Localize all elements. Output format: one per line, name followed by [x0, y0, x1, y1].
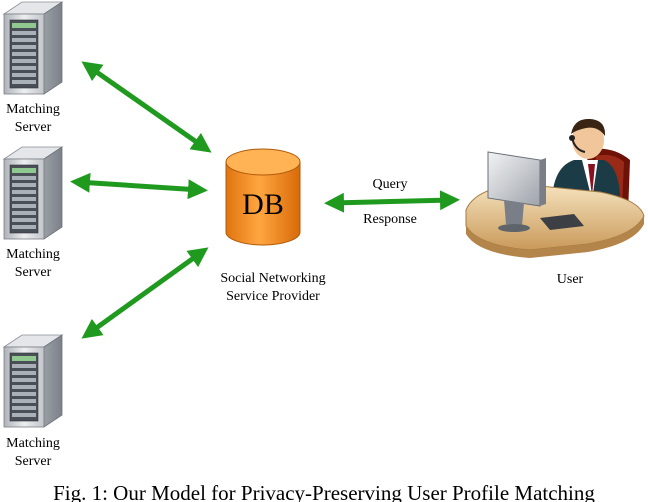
database-icon — [225, 148, 301, 246]
provider-label-line2: Service Provider — [226, 289, 320, 304]
user-label: User — [556, 272, 584, 287]
database-label: DB — [242, 188, 284, 221]
server-label-1-line2: Server — [14, 120, 52, 135]
server1-db-link-arrow — [81, 61, 212, 153]
server2-db-link-arrow — [70, 172, 208, 200]
server-icon-1 — [3, 1, 63, 95]
provider-label: Social Networking Service Provider — [198, 270, 348, 306]
server-label-2-line2: Server — [14, 265, 52, 280]
server3-db-link-arrow — [81, 247, 209, 339]
server-label-1: Matching Server — [0, 101, 66, 137]
server-label-2-line1: Matching — [6, 247, 60, 262]
query-response-arrow — [324, 190, 460, 213]
server-label-3: Matching Server — [0, 435, 66, 471]
provider-label-line1: Social Networking — [220, 271, 326, 286]
server-label-1-line1: Matching — [6, 102, 60, 117]
server-icon-2 — [3, 146, 63, 240]
server-icon-3 — [3, 334, 63, 428]
server-label-3-line2: Server — [14, 454, 52, 469]
query-label: Query — [372, 177, 408, 192]
response-label: Response — [363, 212, 417, 227]
figure-caption: Fig. 1: Our Model for Privacy-Preserving… — [53, 481, 595, 502]
server-label-3-line1: Matching — [6, 436, 60, 451]
user-at-computer-icon — [465, 118, 645, 258]
server-label-2: Matching Server — [0, 246, 66, 282]
